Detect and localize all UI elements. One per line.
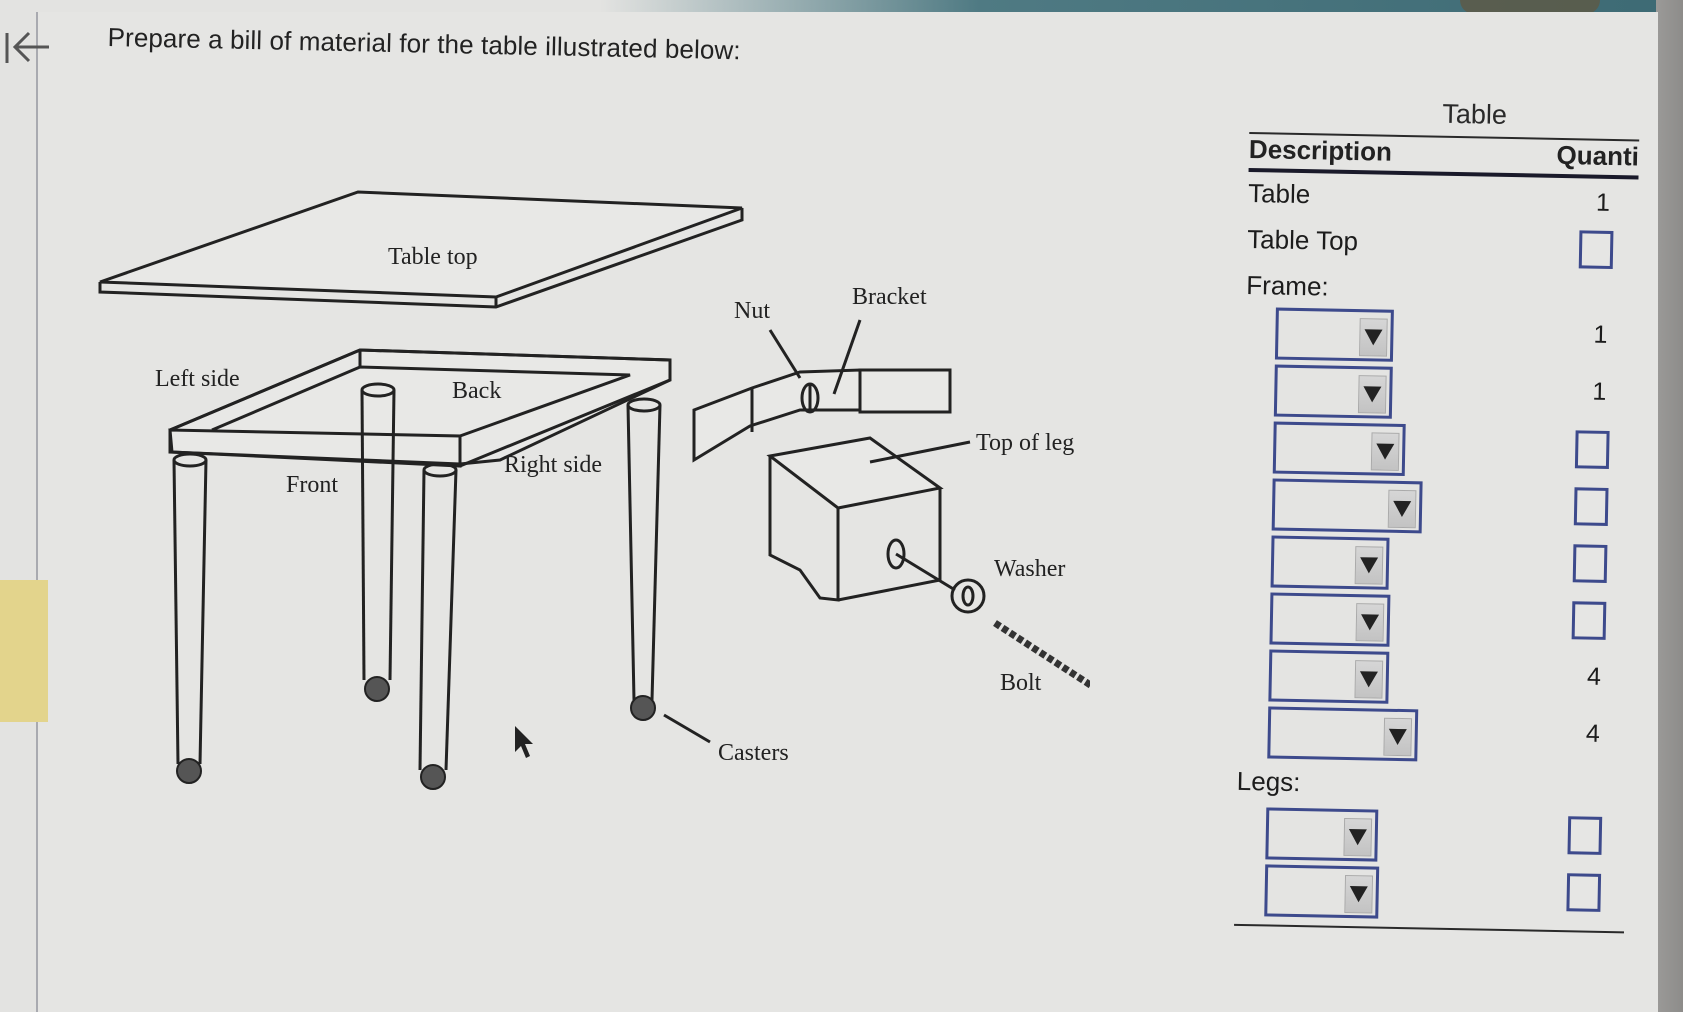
component-dropdown[interactable] — [1270, 535, 1390, 590]
dropdown-arrow-icon — [1388, 728, 1407, 746]
dropdown-arrow-icon — [1348, 829, 1367, 846]
label-casters: Casters — [718, 740, 789, 766]
row-quantity: 1 — [1593, 320, 1608, 349]
frame-row-6 — [1239, 589, 1630, 653]
bill-of-material-table: Table Description Quanti Table 1 Table T… — [1234, 95, 1640, 934]
component-dropdown[interactable] — [1268, 649, 1390, 704]
label-right-side: Right side — [504, 452, 602, 478]
dropdown-arrow-icon — [1359, 557, 1379, 574]
component-dropdown[interactable] — [1264, 864, 1380, 919]
label-bolt: Bolt — [1000, 670, 1042, 696]
quantity-input[interactable] — [1578, 230, 1614, 269]
table-caption: Table — [1442, 98, 1508, 130]
dropdown-arrow-icon — [1359, 671, 1378, 688]
component-dropdown[interactable] — [1269, 592, 1391, 647]
label-top-of-leg: Top of leg — [976, 430, 1074, 456]
quantity-input[interactable] — [1566, 873, 1602, 912]
component-dropdown[interactable] — [1274, 307, 1394, 362]
frame-row-2: 1 — [1244, 361, 1635, 425]
frame-row-3 — [1243, 418, 1634, 482]
dropdown-arrow-icon — [1364, 329, 1383, 346]
row-quantity: 1 — [1592, 377, 1607, 406]
quantity-input[interactable] — [1574, 430, 1610, 469]
row-quantity: 4 — [1585, 719, 1601, 748]
frame-row-7: 4 — [1238, 646, 1629, 710]
top-bar-decoration — [1460, 0, 1600, 14]
dropdown-arrow-icon — [1376, 443, 1395, 460]
dropdown-arrow-icon — [1363, 386, 1382, 403]
row-table-top: Table Top — [1247, 218, 1638, 271]
quantity-input[interactable] — [1572, 544, 1608, 583]
legs-label: Legs: — [1236, 765, 1301, 798]
row-description: Table Top — [1246, 223, 1359, 257]
quantity-input[interactable] — [1571, 601, 1607, 640]
quantity-input[interactable] — [1573, 487, 1609, 526]
screen-edge — [1656, 0, 1683, 1012]
side-tab-highlight[interactable] — [0, 580, 48, 722]
dropdown-arrow-icon — [1360, 614, 1380, 631]
legs-row-2 — [1234, 861, 1625, 925]
dropdown-arrow-icon — [1392, 500, 1412, 518]
component-dropdown[interactable] — [1273, 364, 1393, 419]
component-dropdown[interactable] — [1267, 706, 1419, 762]
component-dropdown[interactable] — [1272, 421, 1406, 477]
row-table: Table 1 — [1248, 172, 1639, 225]
quantity-input[interactable] — [1567, 816, 1603, 855]
dropdown-arrow-icon — [1349, 886, 1368, 903]
label-bracket: Bracket — [852, 284, 927, 310]
row-quantity: 4 — [1586, 662, 1602, 691]
label-front: Front — [286, 472, 338, 498]
label-nut: Nut — [734, 298, 770, 324]
table-exploded-diagram: Table top Left side Back Front Right sid… — [98, 190, 1090, 790]
arrow-left-icon — [5, 31, 49, 63]
mouse-pointer-icon — [515, 726, 533, 758]
legs-section-header: Legs: — [1236, 760, 1627, 811]
frame-row-4 — [1242, 475, 1633, 539]
label-table-top: Table top — [388, 244, 478, 270]
component-dropdown[interactable] — [1265, 807, 1379, 862]
header-description: Description — [1248, 133, 1393, 167]
label-washer: Washer — [994, 556, 1065, 582]
legs-row-1 — [1235, 804, 1626, 868]
row-quantity: 1 — [1595, 188, 1611, 217]
label-left-side: Left side — [155, 366, 240, 392]
label-back: Back — [452, 378, 501, 404]
row-description: Table — [1247, 177, 1311, 210]
frame-label: Frame: — [1246, 269, 1329, 302]
frame-row-1: 1 — [1245, 304, 1636, 368]
component-dropdown[interactable] — [1271, 478, 1423, 534]
header-quantity: Quanti — [1556, 139, 1640, 172]
back-button[interactable] — [2, 24, 54, 70]
frame-row-5 — [1241, 532, 1632, 596]
frame-row-8: 4 — [1237, 703, 1628, 767]
